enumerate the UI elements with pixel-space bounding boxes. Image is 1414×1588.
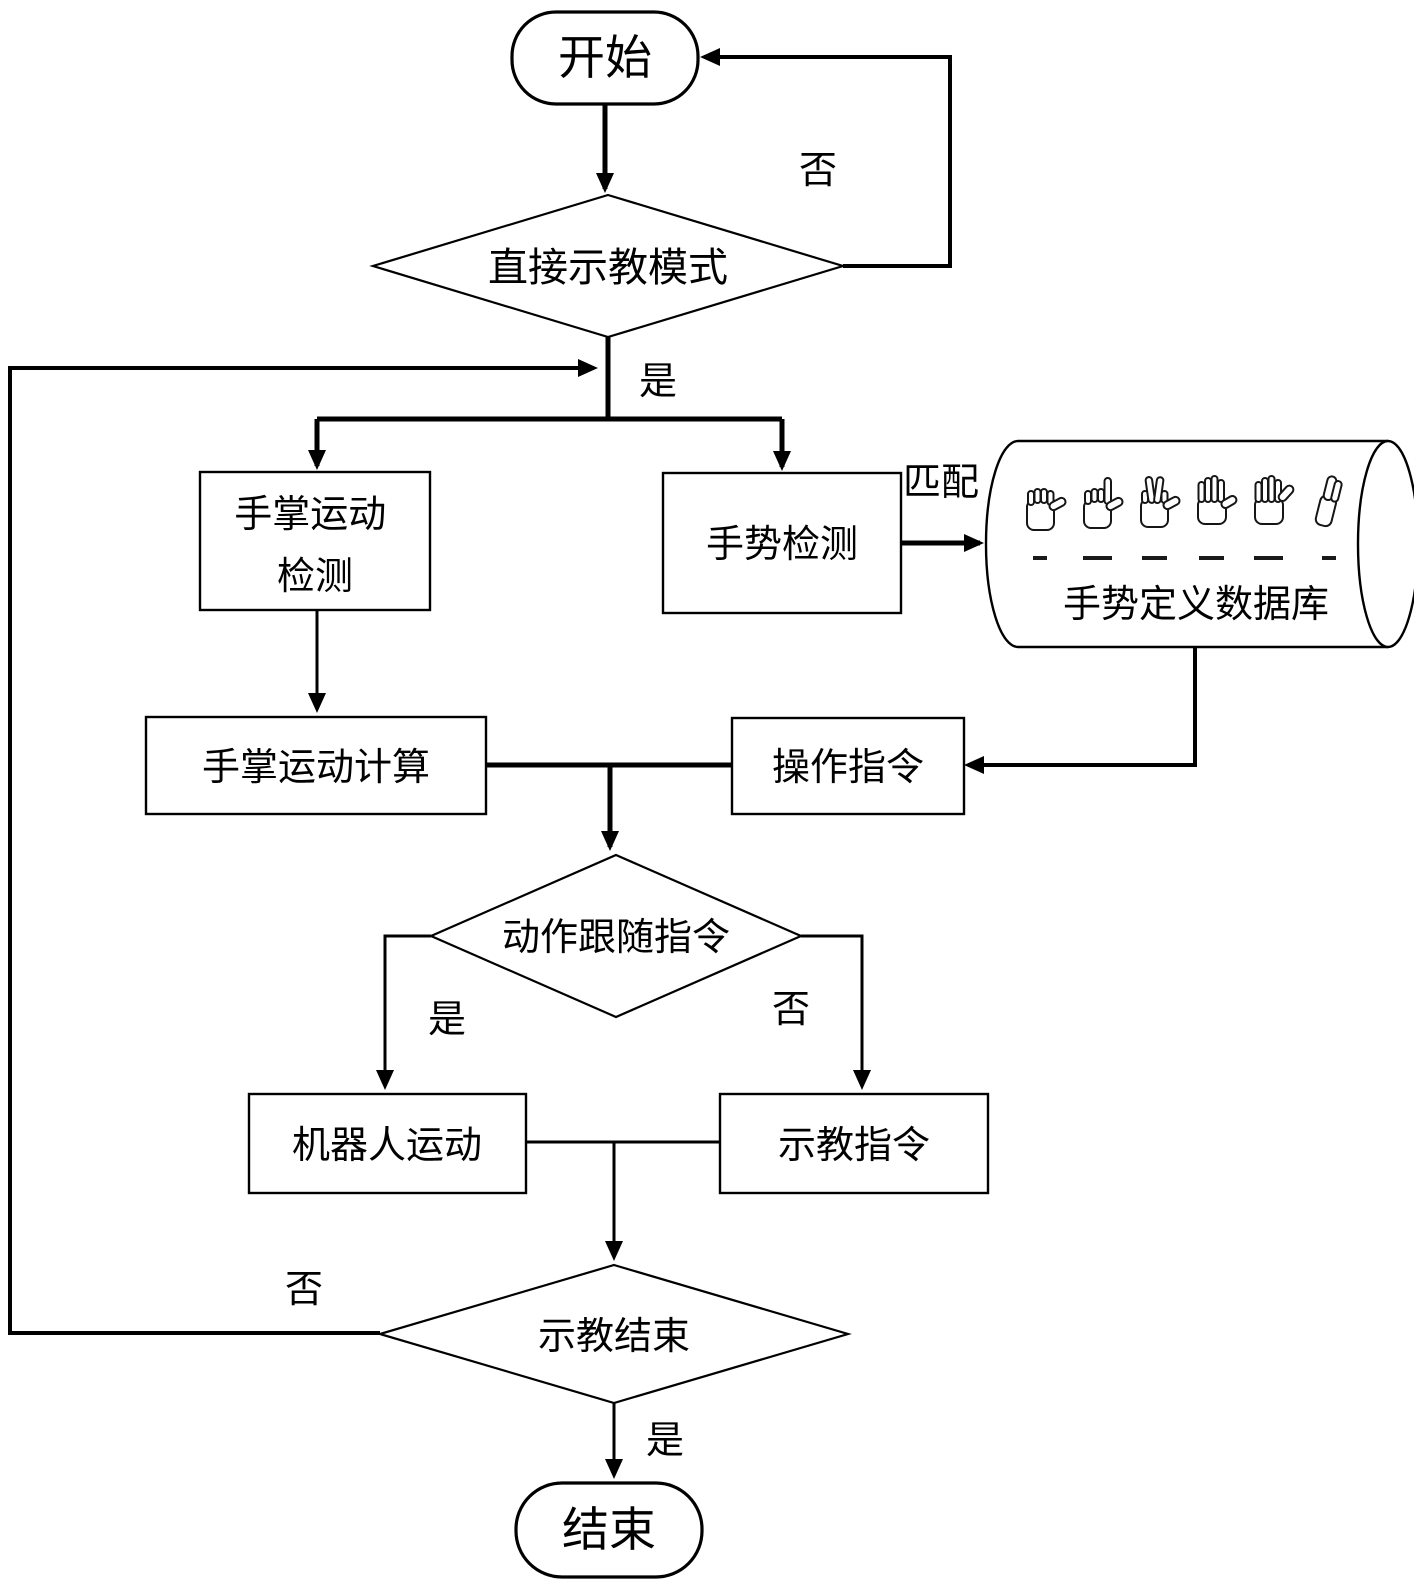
teaching-command-box xyxy=(718,1092,990,1195)
node-robot-motion: 机器人运动 xyxy=(247,1092,528,1195)
follow-decision-diamond xyxy=(428,853,804,1019)
teaching-end-label: 示教结束 xyxy=(538,1316,690,1358)
database-cylinder-end xyxy=(1356,439,1414,649)
node-gesture-detection: 手势检测 xyxy=(661,471,903,615)
two-finger-hand-icon xyxy=(1140,476,1181,528)
operation-command-label: 操作指令 xyxy=(772,747,924,789)
gesture-database-label: 手势定义数据库 xyxy=(1063,584,1329,626)
node-gesture-database: 手势定义数据库 xyxy=(984,439,1414,649)
side-hand-icon xyxy=(1314,475,1343,528)
label-mode-no: 否 xyxy=(799,150,837,192)
robot-motion-box xyxy=(247,1092,528,1195)
node-teaching-end-decision: 示教结束 xyxy=(376,1263,852,1405)
node-palm-motion-calculation: 手掌运动计算 xyxy=(144,715,488,816)
start-label: 开始 xyxy=(558,33,652,85)
palm-motion-calculation-box xyxy=(144,715,488,816)
node-teaching-command: 示教指令 xyxy=(718,1092,990,1195)
label-follow-no: 否 xyxy=(772,989,810,1031)
label-teaching-end-no: 否 xyxy=(285,1269,323,1311)
node-start: 开始 xyxy=(510,10,700,106)
robot-motion-label: 机器人运动 xyxy=(292,1125,482,1167)
palm-motion-detection-line1: 手掌运动 xyxy=(234,494,386,536)
four-finger-hand-icon xyxy=(1197,475,1238,525)
node-mode-decision: 直接示教模式 xyxy=(369,193,847,339)
gesture-detection-box xyxy=(661,471,903,615)
teaching-end-diamond xyxy=(376,1263,852,1405)
mode-decision-diamond xyxy=(369,193,847,339)
edge-database-to-operation-command xyxy=(964,647,1197,774)
edge-follow-yes xyxy=(376,934,431,1090)
palm-motion-detection-label: 手掌运动 检测 xyxy=(234,494,396,598)
palm-motion-calculation-label: 手掌运动计算 xyxy=(202,747,430,789)
end-label: 结束 xyxy=(562,1505,656,1557)
node-palm-motion-detection: 手掌运动 检测 xyxy=(198,470,432,612)
one-finger-hand-icon xyxy=(1083,477,1124,529)
label-teaching-end-yes: 是 xyxy=(646,1420,684,1462)
label-match: 匹配 xyxy=(903,462,979,504)
edge-teaching-end-no-loop xyxy=(8,359,598,1335)
node-follow-decision: 动作跟随指令 xyxy=(428,853,804,1019)
gesture-detection-label: 手势检测 xyxy=(706,524,858,566)
node-operation-command: 操作指令 xyxy=(730,716,966,816)
hand-caption-marks xyxy=(1033,556,1336,560)
fist-hand-icon xyxy=(1026,488,1067,531)
open-palm-hand-icon xyxy=(1254,475,1295,525)
operation-command-box xyxy=(730,716,966,816)
teaching-command-label: 示教指令 xyxy=(778,1125,930,1167)
palm-motion-detection-line2: 检测 xyxy=(277,556,353,598)
follow-decision-label: 动作跟随指令 xyxy=(502,917,730,959)
end-terminal-shape xyxy=(514,1481,704,1579)
palm-motion-detection-box xyxy=(198,470,432,612)
start-terminal-shape xyxy=(510,10,700,106)
label-follow-yes: 是 xyxy=(428,999,466,1041)
label-mode-yes: 是 xyxy=(639,361,677,403)
edge-mode-no-loop xyxy=(700,48,952,268)
node-end: 结束 xyxy=(514,1481,704,1579)
edge-follow-no xyxy=(801,934,871,1090)
mode-decision-label: 直接示教模式 xyxy=(488,245,728,290)
